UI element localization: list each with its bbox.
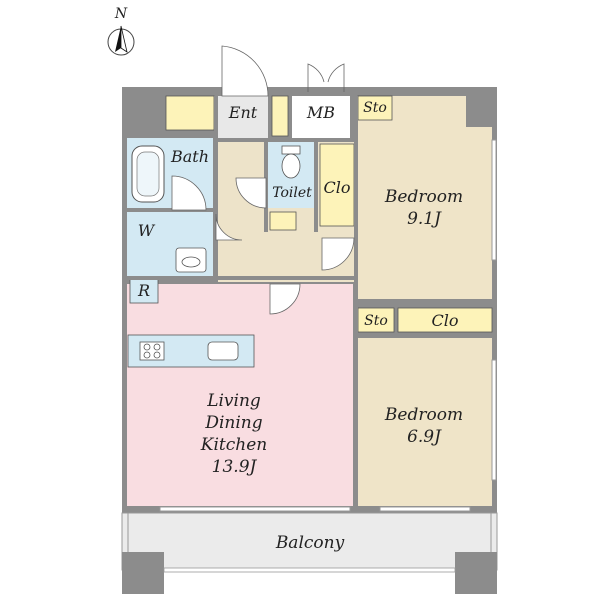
kitchen-sink-icon	[207, 341, 239, 361]
burner-icon	[153, 343, 161, 351]
bedroom2-room	[358, 338, 492, 506]
bedroom1-window	[491, 139, 497, 261]
balcony-label: Balcony	[275, 533, 345, 553]
entrance-label: Ent	[228, 103, 258, 122]
mb-storage	[271, 95, 289, 137]
bedroom1-size: 9.1J	[407, 209, 442, 229]
balcony-railing	[163, 567, 456, 573]
burner-icon	[143, 351, 151, 359]
ldk-line1: Living	[206, 391, 261, 411]
closet-top-room	[319, 143, 355, 227]
bedroom2-side-window	[491, 359, 497, 481]
bathtub-inner	[136, 151, 160, 197]
meter-box-label: MB	[306, 103, 335, 122]
column-top-left	[122, 87, 164, 127]
bedroom2-size: 6.9J	[407, 427, 442, 447]
toilet-bowl-icon	[281, 153, 301, 179]
column-top-right	[466, 87, 497, 127]
toilet-door	[235, 177, 267, 209]
balcony-area	[121, 512, 498, 571]
closet-top-label: Clo	[324, 178, 351, 197]
closet-mid-room	[397, 307, 493, 333]
compass-needle-light	[120, 25, 128, 53]
washroom-door	[215, 213, 243, 241]
north-compass: N	[107, 6, 135, 56]
interior-walls	[127, 96, 494, 506]
storage-mid-label: Sto	[364, 313, 388, 329]
mb-door-left	[307, 63, 325, 92]
toilet-tank-icon	[281, 145, 301, 155]
bath-door	[171, 175, 207, 211]
mb-door-right	[327, 63, 345, 92]
shoe-cabinet	[165, 95, 215, 131]
compass-needle-dark	[115, 26, 121, 52]
ldk-window	[159, 506, 351, 512]
entrance-room	[218, 96, 268, 138]
ldk-size: 13.9J	[212, 457, 258, 477]
refrigerator-box	[129, 276, 159, 304]
bedroom1-door	[321, 237, 355, 271]
balcony-column-left	[122, 552, 164, 594]
burner-icon	[143, 343, 151, 351]
entrance-door	[221, 45, 269, 97]
refrigerator-label: R	[137, 281, 150, 300]
bath-label: Bath	[170, 147, 209, 166]
meter-box-room	[292, 96, 350, 138]
compass-label: N	[114, 6, 128, 22]
basin-bowl	[181, 256, 201, 268]
storage-top-box	[357, 95, 393, 121]
burner-icon	[153, 351, 161, 359]
bedroom1-name: Bedroom	[384, 187, 463, 207]
wash-basin-icon	[175, 247, 207, 273]
ldk-line2: Dining	[204, 413, 262, 433]
bedroom2-window	[379, 506, 471, 512]
washer-label: W	[138, 221, 156, 240]
bedroom1-room	[358, 96, 492, 299]
toilet-label: Toilet	[272, 185, 312, 201]
bedroom2-name: Bedroom	[384, 405, 463, 425]
ldk-door	[269, 283, 301, 315]
toilet-storage	[269, 211, 297, 231]
balcony-column-right	[455, 552, 497, 594]
closet-mid-label: Clo	[432, 311, 459, 330]
windows	[159, 139, 497, 512]
ldk-line3: Kitchen	[200, 435, 267, 455]
ldk-room	[127, 284, 353, 506]
storage-top-label: Sto	[363, 100, 387, 116]
stove-icon	[139, 341, 165, 361]
door-swings	[171, 45, 355, 315]
